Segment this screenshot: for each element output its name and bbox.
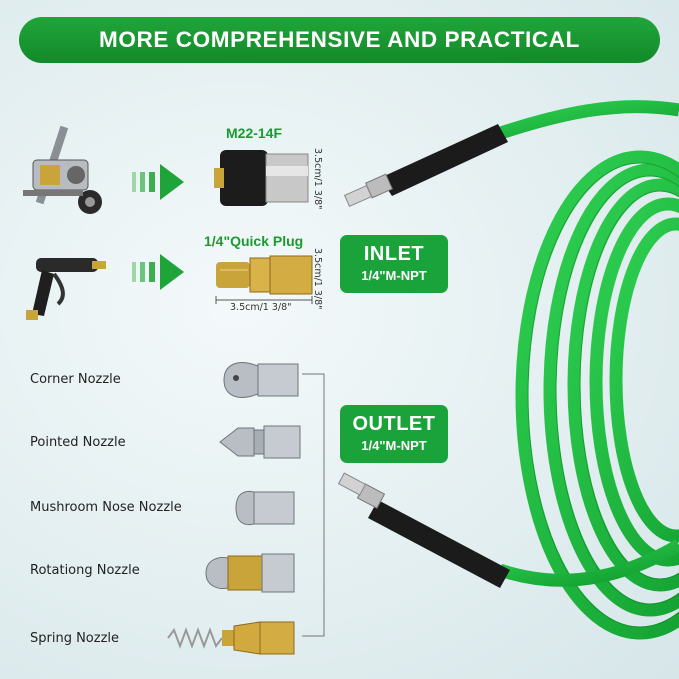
nozzle-label-corner: Corner Nozzle xyxy=(30,372,121,387)
m22-label: M22-14F xyxy=(226,125,283,141)
inlet-title: INLET xyxy=(363,243,425,265)
pointed-nozzle-icon xyxy=(219,425,301,459)
outlet-title: OUTLET xyxy=(352,413,436,435)
inlet-badge: INLET 1/4"M-NPT xyxy=(340,235,448,293)
pressure-washer-icon xyxy=(23,125,102,214)
m22-dimension: 3.5cm/1 3/8" xyxy=(312,148,323,210)
nozzle-label-spring: Spring Nozzle xyxy=(30,631,120,646)
arrow-right-icon xyxy=(132,164,184,200)
outlet-badge: OUTLET 1/4"M-NPT xyxy=(340,405,448,463)
quick-plug-label: 1/4"Quick Plug xyxy=(204,233,304,249)
quick-plug-icon xyxy=(216,255,313,295)
headline-text: MORE COMPREHENSIVE AND PRACTICAL xyxy=(99,27,580,52)
m22-fitting-icon xyxy=(214,150,309,206)
quick-plug-vertical-dimension: 3.5cm/1 3/8" xyxy=(312,248,323,310)
spray-gun-icon xyxy=(26,258,106,320)
nozzle-label-mushroom: Mushroom Nose Nozzle xyxy=(30,500,182,515)
headline-banner: MORE COMPREHENSIVE AND PRACTICAL xyxy=(19,17,660,63)
rotating-nozzle-icon xyxy=(205,553,295,593)
inlet-spec: 1/4"M-NPT xyxy=(361,268,427,283)
arrow-right-icon xyxy=(132,254,184,290)
spring-nozzle-icon xyxy=(167,621,295,655)
quick-plug-horizontal-dimension: 3.5cm/1 3/8" xyxy=(230,302,292,313)
outlet-spec: 1/4"M-NPT xyxy=(361,438,427,453)
nozzle-label-pointed: Pointed Nozzle xyxy=(30,435,126,450)
nozzle-label-rotating: Rotationg Nozzle xyxy=(30,563,140,578)
corner-nozzle-icon xyxy=(223,362,299,398)
mushroom-nozzle-icon xyxy=(235,490,295,526)
dimension-line xyxy=(215,296,313,304)
nozzle-bracket xyxy=(302,373,325,637)
